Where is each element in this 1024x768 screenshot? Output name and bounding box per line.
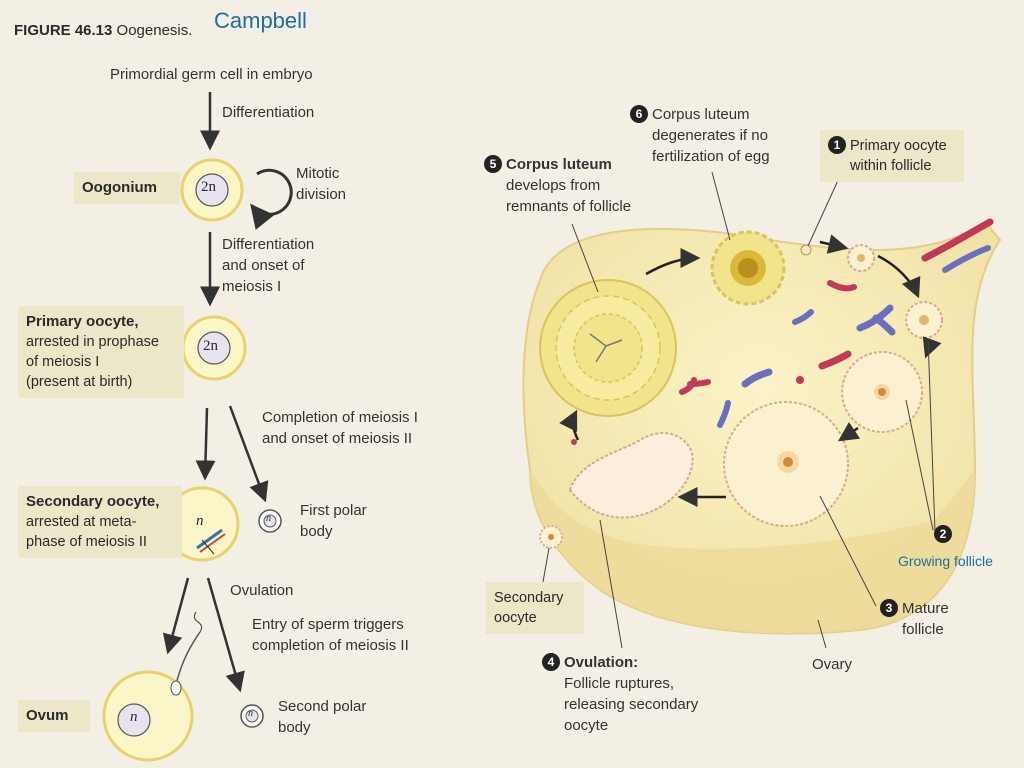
degenerating-corpus-luteum [710,230,786,306]
step-5-title: Corpus luteum [506,156,612,173]
secondary-ploidy: n [196,513,204,529]
source-label: Campbell [214,8,307,33]
mitotic-line-1: Mitotic [296,165,340,182]
step-4-line-3: oocyte [564,717,609,734]
blood-vessels [571,218,994,445]
oogonium-title: Oogonium [82,179,157,196]
step-1-number: 1 [828,136,846,154]
step-6-number: 6 [630,105,648,123]
leader-lines [542,171,936,649]
step-5-line-2: remnants of follicle [506,198,632,215]
completion-line-2: and onset of meiosis II [262,430,413,447]
primary-oocyte-title: Primary oocyte, [26,313,139,330]
second-polar-line-1: Second polar [278,698,367,715]
oogonium-box: Oogonium [74,172,180,204]
primordial-label: Primordial germ cell in embryo [110,66,313,83]
ovum-cell [102,611,203,762]
diff-meiosis-line-3: meiosis I [222,278,282,295]
entry-sperm-line-2: completion of meiosis II [252,637,409,654]
first-polar-line-1: First polar [300,502,367,519]
ovum-title: Ovum [26,707,69,724]
growing-follicle-1 [905,301,943,339]
primary-line-3: (present at birth) [26,374,133,390]
corpus-luteum [539,279,677,417]
oogonium-cell [180,158,244,222]
ovum-ploidy: n [130,709,138,725]
step-6-line-2: degenerates if no [652,127,768,144]
arrow-to-first-polar [228,405,269,503]
step-4-line-2: releasing secondary [564,696,699,713]
oogonium-ploidy: 2n [201,179,216,195]
first-polar-line-2: body [300,523,333,540]
entry-sperm-line-1: Entry of sperm triggers [252,616,404,633]
step-3-line-1: Mature [902,600,949,617]
step-5-line-1: develops from [506,177,601,194]
completion-line-1: Completion of meiosis I [262,409,418,426]
secondary-oocyte-box: Secondary oocyte, arrested at meta- phas… [18,486,182,558]
step-1-line-1: Primary oocyte [850,138,947,154]
ovulation-label: Ovulation [230,582,294,599]
ovary-label: Ovary [812,656,853,673]
released-secondary-oocyte [539,525,563,549]
differentiation-label: Differentiation [222,104,315,121]
step-4-line-1: Follicle ruptures, [564,675,675,692]
primary-ploidy: 2n [203,338,218,354]
completion-meiosis-label: Completion of meiosis I and onset of mei… [262,407,418,449]
primary-line-1: arrested in prophase [26,334,159,350]
first-polar-body [258,509,282,533]
ovum-box: Ovum [18,700,90,732]
mitotic-arrow [250,168,293,230]
mature-follicle [723,401,849,527]
secondary-line-1: arrested at meta- [26,514,137,530]
secondary-oocyte-line-2: oocyte [494,610,537,626]
step-2-marker: 2 [934,524,956,545]
secondary-oocyte-line-1: Secondary [494,590,564,606]
step-1-line-2: within follicle [850,158,932,174]
secondary-line-2: phase of meiosis II [26,534,147,550]
arrow-to-second-polar [206,577,245,693]
second-polar-line-2: body [278,719,311,736]
step-4-number: 4 [542,653,560,671]
diff-meiosis-line-2: and onset of [222,257,305,274]
secondary-oocyte-label: Secondary oocyte [486,582,584,634]
step-6-line-1: Corpus luteum [652,106,750,123]
mitotic-label: Mitotic division [296,163,346,205]
figure-name: Oogenesis. [116,22,193,39]
small-follicle [847,244,875,272]
primary-line-2: of meiosis I [26,354,100,370]
entry-sperm-label: Entry of sperm triggers completion of me… [252,614,409,656]
primary-follicle [800,244,812,256]
diff-meiosis-line-1: Differentiation [222,236,315,253]
diff-meiosis-label: Differentiation and onset of meiosis I [222,234,314,297]
step-5-number: 5 [484,155,502,173]
figure-title: FIGURE 46.13 Oogenesis. [14,22,192,39]
first-polar-label: First polar body [300,500,367,542]
second-polar-ploidy: n [248,708,253,719]
primary-oocyte-box: Primary oocyte, arrested in prophase of … [18,306,184,398]
step-2-label: Growing follicle [898,553,993,569]
second-polar-label: Second polar body [278,696,366,738]
step-6-line-3: fertilization of egg [652,148,770,165]
growing-follicle-2 [841,351,923,433]
step-3-line-2: follicle [902,621,944,638]
figure-label: FIGURE 46.13 [14,22,113,39]
arrow-to-secondary [195,407,216,481]
mitotic-line-2: division [296,186,347,203]
step-2-number: 2 [934,525,952,543]
step-3-number: 3 [880,599,898,617]
second-polar-body [240,704,264,728]
primary-oocyte-cell [181,315,247,381]
secondary-oocyte-title: Secondary oocyte, [26,493,160,510]
ruptured-follicle [568,432,694,519]
first-polar-ploidy: n [266,513,271,524]
step-4-title: Ovulation: [564,654,639,671]
arrow-to-ovum [162,577,190,655]
ovary-lower-shadow [530,470,975,634]
